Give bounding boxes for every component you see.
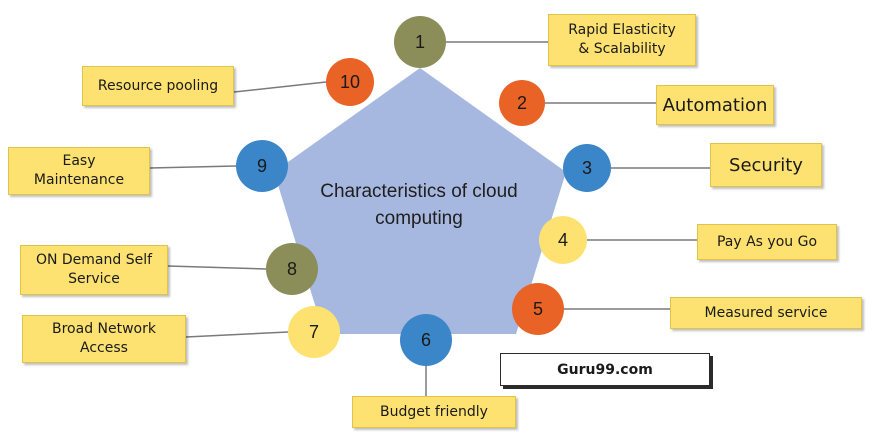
- number-bubble-10: 10: [326, 58, 374, 106]
- label-text-1: Rapid Elasticity & Scalability: [568, 22, 676, 57]
- number-bubble-7: 7: [288, 306, 340, 358]
- label-text-2: Automation: [662, 94, 768, 116]
- number-bubble-6: 6: [400, 314, 452, 366]
- number-bubble-1: 1: [394, 16, 446, 68]
- number-bubble-3: 3: [563, 144, 611, 192]
- center-pentagon: [274, 68, 566, 334]
- number-bubble-4: 4: [539, 216, 587, 264]
- label-box-10: Resource pooling: [82, 66, 234, 106]
- label-box-5: Measured service: [670, 297, 862, 329]
- center-title: Characteristics of cloud computing: [320, 181, 518, 229]
- label-text-9: Easy Maintenance: [33, 153, 125, 188]
- label-box-1: Rapid Elasticity & Scalability: [548, 14, 696, 66]
- number-bubble-8: 8: [266, 243, 318, 295]
- number-bubble-2: 2: [499, 80, 545, 126]
- label-text-10: Resource pooling: [97, 77, 219, 94]
- label-text-6: Budget friendly: [380, 403, 488, 420]
- connector-line-9: [149, 165, 237, 169]
- label-text-8: ON Demand Self Service: [35, 252, 153, 287]
- label-box-6: Budget friendly: [352, 396, 516, 428]
- label-box-3: Security: [710, 143, 822, 187]
- label-text-3: Security: [729, 154, 803, 176]
- watermark: Guru99.com: [500, 353, 710, 386]
- connector-line-7: [185, 331, 289, 338]
- number-bubble-5: 5: [512, 283, 564, 335]
- label-box-8: ON Demand Self Service: [20, 245, 168, 295]
- label-box-2: Automation: [656, 85, 774, 125]
- label-box-4: Pay As you Go: [697, 224, 837, 260]
- label-box-7: Broad Network Access: [22, 315, 186, 363]
- label-text-5: Measured service: [704, 304, 828, 321]
- number-bubble-9: 9: [236, 140, 288, 192]
- connector-line-8: [167, 265, 267, 270]
- label-text-4: Pay As you Go: [716, 233, 818, 250]
- label-text-7: Broad Network Access: [52, 321, 156, 356]
- label-box-9: Easy Maintenance: [8, 147, 150, 195]
- connector-line-10: [233, 81, 327, 93]
